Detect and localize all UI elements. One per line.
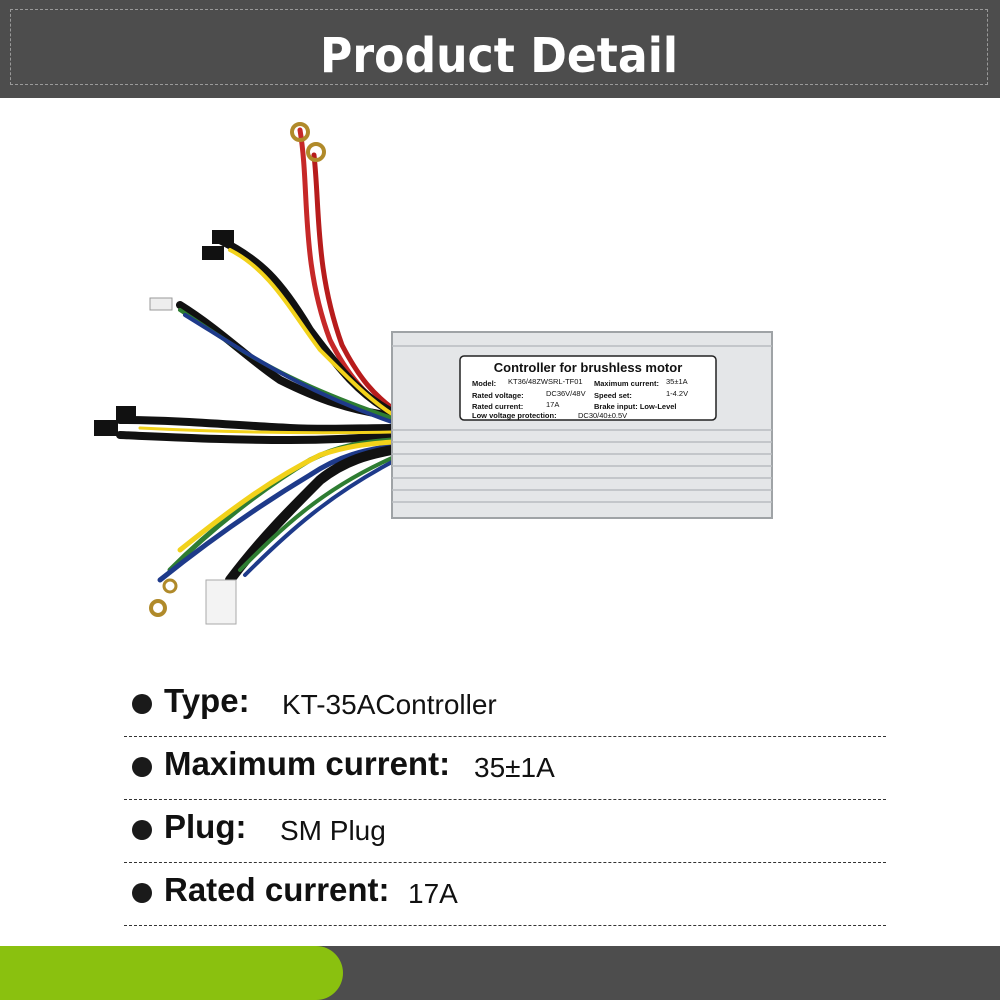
sm-connector — [212, 230, 234, 244]
product-image: Controller for brushless motor Model: KT… — [94, 122, 773, 625]
wire-black-5 — [225, 445, 397, 585]
spec-value: SM Plug — [280, 815, 386, 846]
header-frame: Product Detail — [10, 9, 988, 85]
spec-row-rated-current: Rated current: 17A — [124, 863, 886, 926]
wire-blue-3 — [243, 460, 394, 577]
spec-label: Rated current: — [164, 871, 390, 908]
sm-connector — [94, 420, 118, 436]
wire-yellow-3 — [177, 439, 395, 553]
label-line-key: Model: — [472, 379, 496, 388]
bullet-icon — [132, 883, 152, 903]
spec-label: Type: — [164, 682, 250, 719]
label-title: Controller for brushless motor — [494, 360, 683, 375]
spec-list: Type: KT-35AController Maximum current: … — [124, 674, 886, 926]
sm-connector — [202, 246, 224, 260]
wire-black-4 — [116, 431, 396, 445]
spec-row-type: Type: KT-35AController — [124, 674, 886, 737]
label-line-val2: 1-4.2V — [666, 389, 688, 398]
sm-connector — [116, 406, 136, 420]
label-line-key: Rated voltage: — [472, 391, 524, 400]
hall-connector — [205, 579, 237, 625]
wire-black-2 — [176, 301, 396, 420]
label-line-val: DC30/40±0.5V — [578, 411, 627, 420]
wire-yellow — [228, 248, 394, 416]
label-line-val2: 35±1A — [666, 377, 688, 386]
spec-label: Plug: — [164, 808, 247, 845]
spec-row-plug: Plug: SM Plug — [124, 800, 886, 863]
header-banner: Product Detail — [0, 0, 1000, 98]
spec-label-plate — [459, 355, 717, 421]
footer-accent — [0, 946, 343, 1000]
bullet-icon — [132, 757, 152, 777]
wire-red-2 — [311, 152, 395, 411]
label-line-val: DC36V/48V — [546, 389, 586, 398]
sm-connector — [149, 297, 173, 311]
wire-black-3 — [116, 416, 396, 433]
ring-terminal — [290, 122, 310, 142]
spec-value: 35±1A — [474, 752, 555, 783]
label-line-val: 17A — [546, 400, 559, 409]
label-line-val: KT36/48ZWSRL-TF01 — [508, 377, 583, 386]
spec-label: Maximum current: — [164, 745, 451, 782]
ring-terminal — [162, 578, 178, 594]
footer-bar — [0, 946, 1000, 1000]
page-title: Product Detail — [320, 28, 678, 84]
label-line-key2: Maximum current: — [594, 379, 659, 388]
spec-row-maximum-current: Maximum current: 35±1A — [124, 737, 886, 800]
wire-green-3 — [238, 456, 394, 572]
spec-value: 17A — [408, 878, 458, 909]
bullet-icon — [132, 820, 152, 840]
label-line-key2: Speed set: — [594, 391, 632, 400]
wire-blue-2 — [157, 443, 395, 583]
ring-terminal — [149, 599, 167, 617]
wire-yellow-2 — [138, 426, 394, 435]
spec-value: KT-35AController — [282, 689, 497, 720]
ring-terminal — [306, 142, 326, 162]
label-line-key2: Brake input: Low-Level — [594, 402, 677, 411]
bullet-icon — [132, 694, 152, 714]
label-line-key: Low voltage protection: — [472, 411, 557, 420]
wire-blue-1 — [183, 313, 394, 424]
label-line-key: Rated current: — [472, 402, 523, 411]
